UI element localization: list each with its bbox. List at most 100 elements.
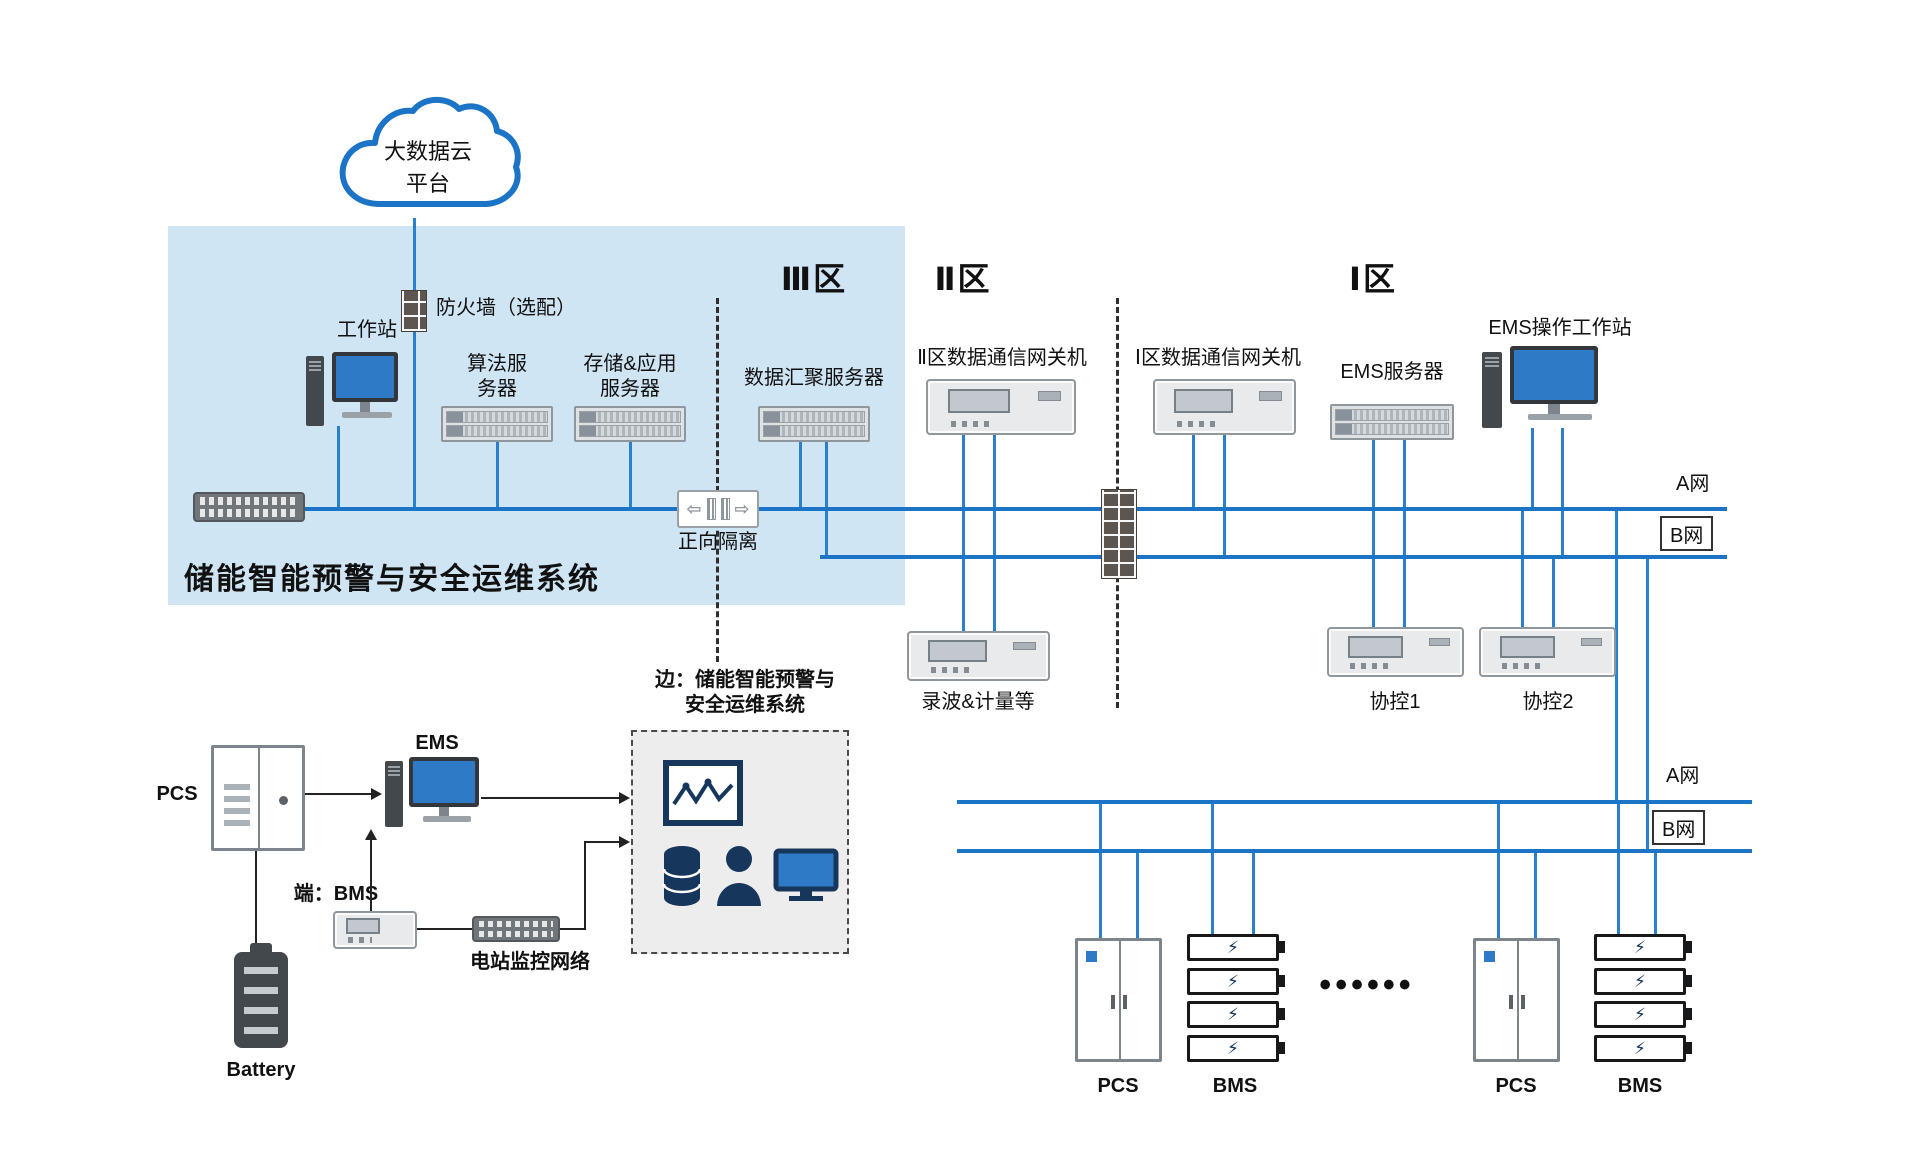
switch-ports <box>479 921 553 928</box>
bms2-stack-icon: ⚡ ⚡ ⚡ ⚡ <box>1594 934 1692 1062</box>
database-icon <box>661 844 703 908</box>
pc-monitor <box>409 757 479 807</box>
pcs-left-label: PCS <box>156 783 198 805</box>
storage-server-icon <box>574 406 686 442</box>
zone1-label: Ⅰ区 <box>1349 261 1397 297</box>
pcs1-riser-a <box>1099 804 1102 938</box>
algo-server-drop-line <box>496 442 499 509</box>
pc-stand <box>1548 404 1560 414</box>
battery-module: ⚡ <box>1594 967 1692 995</box>
bolt-icon: ⚡ <box>1634 938 1646 957</box>
zone1-gateway-label: Ⅰ区数据通信网关机 <box>1135 347 1301 369</box>
cabinet-knob <box>279 796 288 805</box>
pcs1-cabinet-icon <box>1075 938 1162 1062</box>
pc-tower <box>306 356 324 426</box>
station-switch-icon <box>472 916 560 942</box>
bms2-riser-a <box>1617 804 1620 934</box>
firewall-label: 防火墙（选配） <box>436 297 576 319</box>
bus-b-top-label: B网 <box>1660 516 1714 551</box>
cloud-connector-line <box>413 218 416 509</box>
agg-server-drop-a <box>799 442 802 509</box>
storage-server-label: 存储&应用 服务器 <box>583 353 677 400</box>
iso-arrow-right-icon: ⇨ <box>734 499 750 519</box>
battery-module: ⚡ <box>1187 934 1285 961</box>
algo-server-label: 算法服 务器 <box>467 353 527 400</box>
rack-unit <box>1335 423 1449 435</box>
device-button <box>1259 391 1282 401</box>
pcs1-riser-b <box>1136 853 1139 938</box>
field-drop-a <box>1615 511 1618 802</box>
bms1-label: BMS <box>1212 1075 1258 1097</box>
recorder-device-icon <box>907 631 1050 681</box>
cabinet-divider <box>1516 941 1519 1059</box>
bms1-riser-a <box>1211 804 1214 934</box>
ems-server-line-a <box>1372 440 1375 627</box>
switch-ports <box>200 497 298 505</box>
bolt-icon: ⚡ <box>1227 1005 1239 1025</box>
pc-monitor <box>332 352 398 402</box>
user-icon <box>715 844 763 906</box>
ems-server-label: EMS服务器 <box>1340 361 1444 383</box>
pcs2-riser-a <box>1497 804 1500 938</box>
device-screen <box>346 918 380 935</box>
zone2-gateway-drop-a <box>962 435 965 631</box>
bolt-icon: ⚡ <box>1227 1038 1239 1058</box>
bms2-riser-b <box>1654 853 1657 934</box>
zone2-label: Ⅱ区 <box>934 261 992 297</box>
cabinet-divider <box>258 748 260 848</box>
rack-unit <box>579 425 681 437</box>
ctrl2-riser-a <box>1521 511 1524 627</box>
pcs2-cabinet-icon <box>1473 938 1560 1062</box>
switch-elbow-wire-1 <box>560 928 586 930</box>
device-button <box>1428 638 1451 647</box>
device-ports <box>1502 663 1543 670</box>
ems-edgebox-wire <box>481 797 619 799</box>
ems-ws-drop-a <box>1531 428 1534 509</box>
zone3-label: Ⅲ区 <box>780 261 848 297</box>
bms1-stack-icon: ⚡ ⚡ ⚡ ⚡ <box>1187 934 1285 1062</box>
pcs-ems-arrowhead <box>371 788 382 800</box>
edge-system-box <box>631 730 849 954</box>
cabinet-handle <box>1520 995 1525 1010</box>
zone1-gateway-icon <box>1153 379 1296 435</box>
pc-base <box>1528 414 1592 420</box>
ems-left-label: EMS <box>415 732 459 754</box>
cabinet-indicator <box>1086 951 1097 962</box>
bus-firewall-icon <box>1101 489 1137 579</box>
bolt-icon: ⚡ <box>1634 1005 1646 1025</box>
switch-elbow-wire-2 <box>584 841 586 930</box>
switch-elbow-wire-3 <box>586 841 619 843</box>
cabinet-divider <box>1118 941 1121 1059</box>
field-drop-b <box>1646 559 1649 851</box>
cabinet-handle <box>1110 995 1115 1010</box>
rack-unit <box>446 425 548 437</box>
iso-bar <box>706 498 716 520</box>
recorder-label: 录波&计量等 <box>921 691 1035 713</box>
device-ports <box>951 420 996 427</box>
device-screen <box>1499 636 1556 658</box>
zone3-2-separator <box>716 298 719 662</box>
pc-stand <box>439 807 449 816</box>
cloud-icon: 大数据云 平台 <box>330 92 522 222</box>
zone2-gateway-icon <box>926 379 1076 435</box>
ems-workstation-icon <box>1482 346 1604 438</box>
battery-slots <box>244 966 278 1034</box>
battery-label: Battery <box>226 1059 296 1081</box>
waveform-monitor-icon <box>663 760 743 826</box>
bms-left-label: 端：BMS <box>293 883 379 905</box>
ctrl2-device-icon <box>1479 627 1616 677</box>
device-screen <box>1347 636 1404 658</box>
bolt-icon: ⚡ <box>1227 938 1239 957</box>
system-title: 储能智能预警与安全运维系统 <box>184 563 600 596</box>
pcs2-label: PCS <box>1495 1075 1537 1097</box>
ems-server-line-b <box>1403 440 1406 627</box>
device-ports <box>1350 663 1391 670</box>
cloud-label: 大数据云 平台 <box>383 139 473 196</box>
device-screen <box>948 389 1010 414</box>
rack-unit <box>763 411 865 423</box>
rack-unit <box>763 425 865 437</box>
workstation-icon <box>306 352 402 428</box>
bus-a-top-label: A网 <box>1676 473 1710 495</box>
cabinet-handle <box>1122 995 1127 1010</box>
bus-b-top <box>820 555 1727 559</box>
